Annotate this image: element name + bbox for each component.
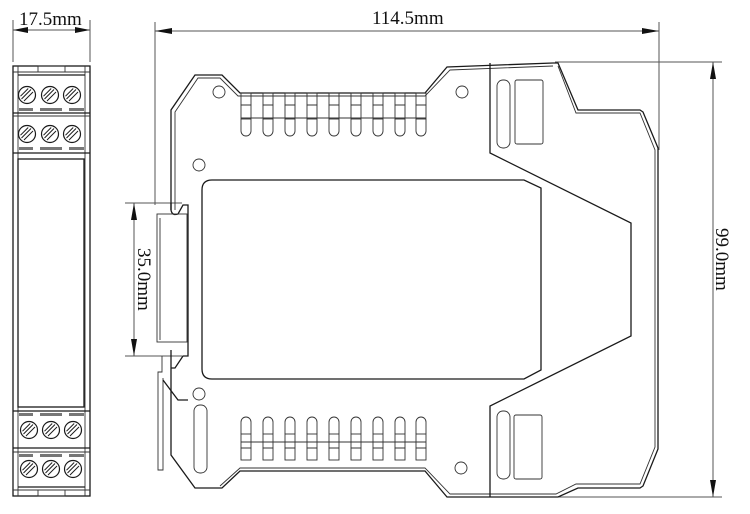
led-slot-bottom: [496, 410, 511, 480]
depth-dimension: [154, 22, 660, 205]
mounting-hole-icon: [455, 85, 469, 99]
screw-icon: [19, 459, 39, 479]
mounting-hole-icon: [192, 387, 206, 401]
slot-lower-left: [193, 404, 208, 474]
screw-icon: [62, 85, 82, 105]
width-dimension-label: 17.5mm: [19, 9, 82, 30]
terminal-block-1: [13, 85, 90, 114]
top-vent-fins: [240, 92, 427, 137]
front-view: 17.5mm: [12, 9, 91, 497]
mounting-hole-icon: [212, 85, 226, 99]
terminal-block-4: [13, 451, 90, 497]
housing-outline: [170, 62, 659, 498]
led-slot-top: [496, 79, 511, 149]
screw-icon: [17, 85, 37, 105]
height-dimension: [555, 61, 722, 498]
mounting-hole-icon: [454, 461, 468, 475]
screw-icon: [40, 124, 60, 144]
width-dimension: [12, 20, 91, 62]
window-top: [514, 79, 544, 145]
screw-icon: [41, 420, 61, 440]
din-rail-clip: [156, 203, 189, 471]
screw-icon: [62, 124, 82, 144]
screw-icon: [41, 459, 61, 479]
height-dimension-label: 99.0mm: [711, 228, 732, 291]
screw-icon: [63, 459, 83, 479]
mounting-hole-icon: [192, 158, 206, 172]
terminal-block-2: [13, 115, 90, 154]
rail-dimension-label: 35.0mm: [133, 248, 154, 311]
screw-icon: [19, 420, 39, 440]
side-label-panel: [201, 179, 542, 380]
screw-icon: [40, 85, 60, 105]
front-face-recess: [489, 63, 632, 497]
bottom-vent-fins: [240, 416, 427, 461]
depth-dimension-label: 114.5mm: [372, 8, 444, 29]
side-view: 114.5mm 99.0mm 35.0mm: [125, 8, 732, 498]
terminal-block-3: [13, 410, 90, 449]
label-window: [17, 158, 85, 408]
window-bottom: [513, 414, 543, 480]
screw-icon: [63, 420, 83, 440]
rail-dimension: [125, 202, 182, 357]
screw-icon: [17, 124, 37, 144]
